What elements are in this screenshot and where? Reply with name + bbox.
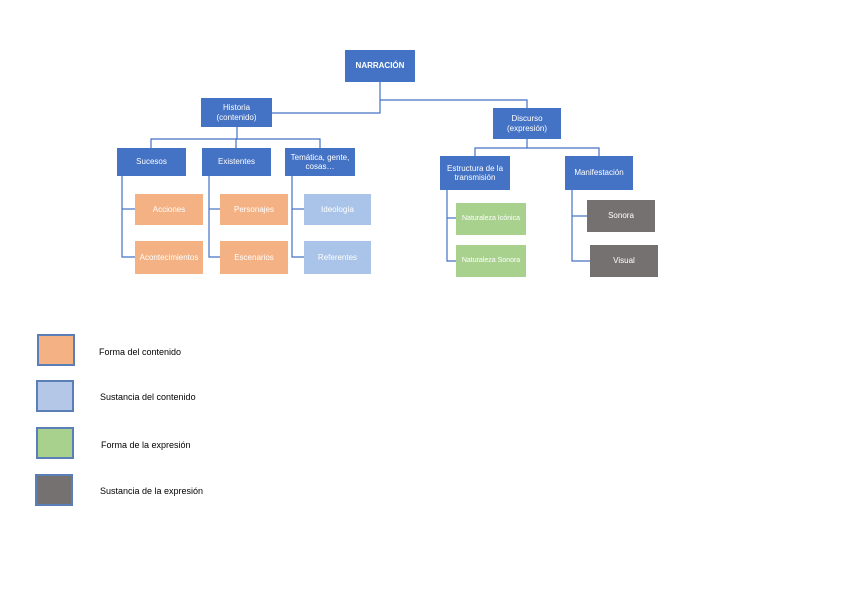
connector-manifestacion-leaves <box>571 190 590 262</box>
node-narracion: NARRACIÓN <box>345 50 415 82</box>
node-historia: Historia (contenido) <box>201 98 272 127</box>
node-personajes: Personajes <box>220 194 288 225</box>
connector-tematica-leaves <box>291 176 304 258</box>
legend-swatch-forma-contenido <box>37 334 75 366</box>
connector-discurso-children <box>474 139 528 156</box>
connector-historia-tematica <box>237 138 321 148</box>
node-manifestacion: Manifestación <box>565 156 633 190</box>
node-visual: Visual <box>590 245 658 277</box>
node-ideologia: Ideología <box>304 194 371 225</box>
node-discurso: Discurso (expresión) <box>493 108 561 139</box>
legend-label-sustancia-expresion: Sustancia de la expresión <box>100 486 204 496</box>
node-estructura: Estructura de la transmisión <box>440 156 510 190</box>
legend-swatch-sustancia-contenido <box>36 380 74 412</box>
legend-swatch-forma-expresion <box>36 427 74 459</box>
node-discurso-title: Discurso <box>511 114 543 124</box>
legend-label-forma-expresion: Forma de la expresión <box>101 440 191 450</box>
legend-label-sustancia-contenido: Sustancia del contenido <box>100 392 196 402</box>
node-tematica: Temática, gente, cosas… <box>285 148 355 176</box>
node-existentes: Existentes <box>202 148 271 176</box>
legend-label-forma-contenido: Forma del contenido <box>99 347 182 357</box>
connector-historia-existentes <box>235 138 237 148</box>
node-escenarios: Escenarios <box>220 241 288 274</box>
connector-existentes-leaves <box>208 176 220 258</box>
node-discurso-subtitle: (expresión) <box>506 123 547 133</box>
connector-estructura-leaves <box>446 190 456 262</box>
node-historia-subtitle: (contenido) <box>216 112 257 122</box>
node-nat-iconica: Naturaleza Icónica <box>456 203 526 235</box>
legend-swatch-sustancia-expresion <box>35 474 73 506</box>
node-acontecimientos: Acontecimientos <box>135 241 203 274</box>
connector-root-discurso <box>380 99 528 108</box>
connector-historia-children <box>150 127 238 148</box>
node-historia-title: Historia <box>222 103 251 113</box>
node-sonora: Sonora <box>587 200 655 232</box>
connector-sucesos-leaves <box>121 176 135 258</box>
node-referentes: Referentes <box>304 241 371 274</box>
node-sucesos: Sucesos <box>117 148 186 176</box>
connector-root-historia <box>272 82 381 114</box>
node-acciones: Acciones <box>135 194 203 225</box>
node-nat-sonora: Naturaleza Sonora <box>456 245 526 277</box>
connector-discurso-manifestacion <box>527 147 600 156</box>
